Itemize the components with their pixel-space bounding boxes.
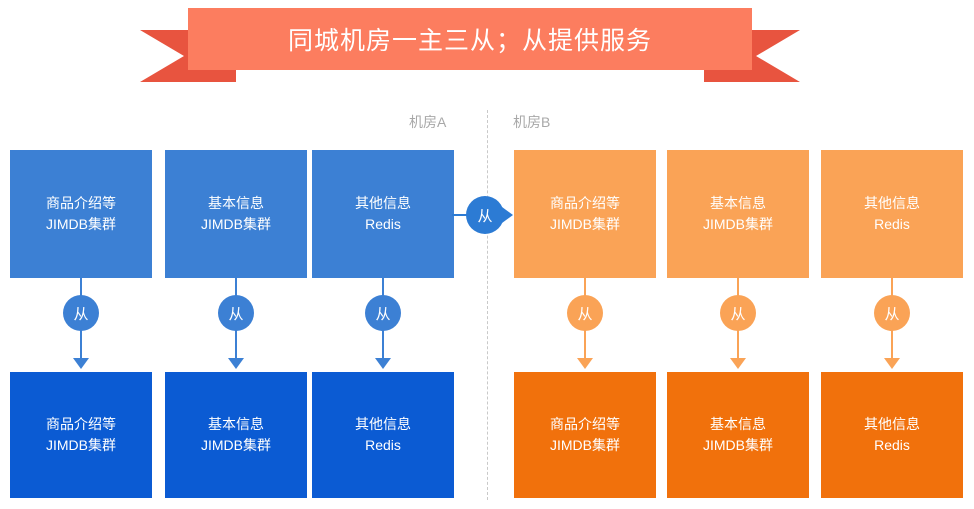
connector-room-b-2: 从 xyxy=(718,278,758,372)
room-divider xyxy=(487,110,488,500)
replica-badge-room-a-1: 从 xyxy=(63,295,99,331)
node-label-line2: JIMDB集群 xyxy=(46,437,116,453)
node-label-line1: 其他信息 xyxy=(355,195,411,211)
arrowhead-down-icon xyxy=(730,358,746,369)
replica-badge-room-b-1: 从 xyxy=(567,295,603,331)
connector-room-a-1: 从 xyxy=(61,278,101,372)
node-room-a-bottom-1[interactable]: 商品介绍等 JIMDB集群 xyxy=(10,372,152,498)
node-label-line1: 基本信息 xyxy=(208,195,264,211)
node-room-a-top-1[interactable]: 商品介绍等 JIMDB集群 xyxy=(10,150,152,278)
replica-badge-cross-room: 从 xyxy=(466,196,504,234)
node-label-line2: JIMDB集群 xyxy=(703,216,773,232)
node-label-line1: 商品介绍等 xyxy=(46,195,116,211)
connector-room-a-3: 从 xyxy=(363,278,403,372)
node-room-a-top-2[interactable]: 基本信息 JIMDB集群 xyxy=(165,150,307,278)
node-label-line2: Redis xyxy=(874,437,910,453)
arrowhead-down-icon xyxy=(577,358,593,369)
node-label-line2: Redis xyxy=(874,216,910,232)
node-room-b-bottom-2[interactable]: 基本信息 JIMDB集群 xyxy=(667,372,809,498)
ribbon-body: 同城机房一主三从；从提供服务 xyxy=(188,8,752,70)
node-label-line2: JIMDB集群 xyxy=(201,437,271,453)
arrowhead-down-icon xyxy=(375,358,391,369)
node-label-line1: 商品介绍等 xyxy=(550,195,620,211)
connector-cross-room: 从 xyxy=(452,196,516,234)
node-room-b-top-1[interactable]: 商品介绍等 JIMDB集群 xyxy=(514,150,656,278)
replica-badge-room-a-3: 从 xyxy=(365,295,401,331)
node-label-line1: 其他信息 xyxy=(864,195,920,211)
node-label-line1: 基本信息 xyxy=(710,195,766,211)
arrowhead-down-icon xyxy=(884,358,900,369)
node-label-line2: JIMDB集群 xyxy=(550,437,620,453)
node-room-a-bottom-2[interactable]: 基本信息 JIMDB集群 xyxy=(165,372,307,498)
node-room-b-top-2[interactable]: 基本信息 JIMDB集群 xyxy=(667,150,809,278)
node-room-a-bottom-3[interactable]: 其他信息 Redis xyxy=(312,372,454,498)
node-label-line2: JIMDB集群 xyxy=(201,216,271,232)
node-label-line2: Redis xyxy=(365,216,401,232)
node-label-line1: 基本信息 xyxy=(208,416,264,432)
node-room-b-bottom-1[interactable]: 商品介绍等 JIMDB集群 xyxy=(514,372,656,498)
arrowhead-right-icon xyxy=(502,207,513,223)
banner-ribbon: 同城机房一主三从；从提供服务 xyxy=(140,8,800,82)
banner-title: 同城机房一主三从；从提供服务 xyxy=(287,27,652,55)
room-b-label: 机房B xyxy=(513,114,551,130)
room-a-label: 机房A xyxy=(409,114,447,130)
arrowhead-down-icon xyxy=(73,358,89,369)
connector-room-a-2: 从 xyxy=(216,278,256,372)
node-label-line2: JIMDB集群 xyxy=(703,437,773,453)
replica-badge-room-b-3: 从 xyxy=(874,295,910,331)
node-room-a-top-3[interactable]: 其他信息 Redis xyxy=(312,150,454,278)
node-room-b-bottom-3[interactable]: 其他信息 Redis xyxy=(821,372,963,498)
replica-badge-room-a-2: 从 xyxy=(218,295,254,331)
arrowhead-down-icon xyxy=(228,358,244,369)
node-label-line1: 商品介绍等 xyxy=(46,416,116,432)
replica-badge-room-b-2: 从 xyxy=(720,295,756,331)
node-label-line1: 其他信息 xyxy=(355,416,411,432)
node-label-line2: Redis xyxy=(365,437,401,453)
connector-room-b-1: 从 xyxy=(565,278,605,372)
node-label-line2: JIMDB集群 xyxy=(550,216,620,232)
connector-room-b-3: 从 xyxy=(872,278,912,372)
node-label-line2: JIMDB集群 xyxy=(46,216,116,232)
node-label-line1: 商品介绍等 xyxy=(550,416,620,432)
node-room-b-top-3[interactable]: 其他信息 Redis xyxy=(821,150,963,278)
node-label-line1: 其他信息 xyxy=(864,416,920,432)
node-label-line1: 基本信息 xyxy=(710,416,766,432)
